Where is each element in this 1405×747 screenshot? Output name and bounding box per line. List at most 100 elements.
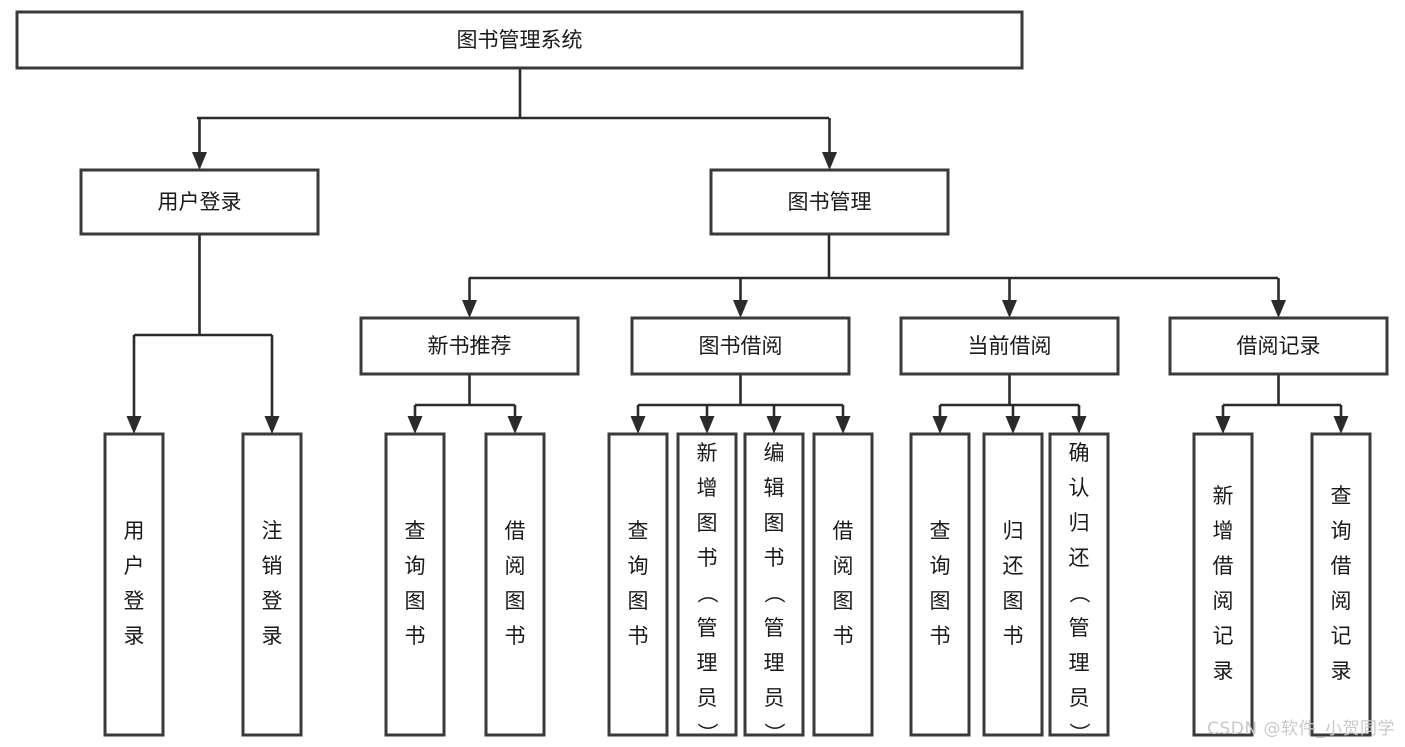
connectors-layer bbox=[126, 68, 1349, 434]
svg-text:书: 书 bbox=[764, 546, 785, 570]
svg-text:借: 借 bbox=[1331, 554, 1352, 578]
svg-text:认: 认 bbox=[1069, 476, 1090, 500]
svg-text:借: 借 bbox=[1213, 554, 1234, 578]
node-new-book-rec[interactable]: 新书推荐 bbox=[359, 316, 580, 376]
svg-text:管: 管 bbox=[697, 616, 718, 640]
edge-new-book-rec-to-leaf-query-book-rec-arrowhead bbox=[407, 416, 423, 434]
svg-text:借: 借 bbox=[505, 519, 526, 543]
svg-text:编: 编 bbox=[764, 441, 785, 465]
svg-text:图: 图 bbox=[405, 589, 426, 613]
node-leaf-user-login[interactable]: 用户登录 bbox=[103, 432, 165, 737]
node-leaf-borrow-book-rec-box[interactable] bbox=[484, 432, 546, 737]
node-leaf-return-book-box[interactable] bbox=[982, 432, 1044, 737]
edge-book-manage-to-borrow-record-arrowhead bbox=[1271, 300, 1286, 318]
edge-borrow-record-to-leaf-query-record-arrowhead bbox=[1333, 416, 1349, 434]
edge-new-book-rec-to-leaf-borrow-book-rec-arrowhead bbox=[507, 416, 523, 434]
node-leaf-user-login-box[interactable] bbox=[103, 432, 165, 737]
node-user-login[interactable]: 用户登录 bbox=[79, 168, 320, 236]
edge-book-borrow-to-leaf-borrow-book-b-arrowhead bbox=[835, 416, 851, 434]
svg-text:记: 记 bbox=[1331, 624, 1352, 648]
node-current-borrow[interactable]: 当前借阅 bbox=[899, 316, 1120, 376]
node-leaf-add-book-box[interactable] bbox=[676, 432, 738, 737]
node-leaf-edit-book-box[interactable] bbox=[743, 432, 805, 737]
svg-text:图: 图 bbox=[697, 511, 718, 535]
node-root-system[interactable]: 图书管理系统 bbox=[15, 10, 1024, 70]
svg-text:查: 查 bbox=[930, 519, 951, 543]
svg-text:辑: 辑 bbox=[764, 476, 785, 500]
edge-book-manage-to-book-borrow-arrowhead bbox=[733, 300, 748, 318]
svg-text:归: 归 bbox=[1003, 519, 1024, 543]
svg-text:管: 管 bbox=[764, 616, 785, 640]
node-book-manage[interactable]: 图书管理 bbox=[709, 168, 950, 236]
node-leaf-logout-box[interactable] bbox=[241, 432, 303, 737]
nodes-layer: 图书管理系统用户登录图书管理新书推荐图书借阅当前借阅借阅记录用户登录注销登录查询… bbox=[15, 10, 1389, 744]
node-new-book-rec-box[interactable] bbox=[359, 316, 580, 376]
svg-text:记: 记 bbox=[1213, 624, 1234, 648]
svg-text:（: （ bbox=[695, 583, 719, 604]
svg-text:新: 新 bbox=[1213, 484, 1234, 508]
node-book-manage-box[interactable] bbox=[709, 168, 950, 236]
svg-text:录: 录 bbox=[124, 624, 145, 648]
node-user-login-box[interactable] bbox=[79, 168, 320, 236]
node-leaf-add-record-box[interactable] bbox=[1192, 432, 1254, 737]
svg-text:登: 登 bbox=[262, 589, 283, 613]
svg-text:询: 询 bbox=[628, 554, 649, 578]
node-book-borrow-label: 图书借阅 bbox=[699, 334, 783, 358]
svg-text:登: 登 bbox=[124, 589, 145, 613]
svg-text:图: 图 bbox=[1003, 589, 1024, 613]
node-leaf-query-book-b-box[interactable] bbox=[607, 432, 669, 737]
svg-text:查: 查 bbox=[405, 519, 426, 543]
node-root-system-label: 图书管理系统 bbox=[457, 28, 583, 52]
svg-text:图: 图 bbox=[505, 589, 526, 613]
node-book-borrow-box[interactable] bbox=[630, 316, 851, 376]
node-leaf-query-record-box[interactable] bbox=[1310, 432, 1372, 737]
edge-book-borrow-to-leaf-edit-book-arrowhead bbox=[766, 416, 782, 434]
edge-current-borrow-to-leaf-query-book-c-arrowhead bbox=[932, 416, 948, 434]
node-root-system-box[interactable] bbox=[15, 10, 1024, 70]
svg-text:员: 员 bbox=[764, 686, 785, 710]
svg-text:书: 书 bbox=[628, 624, 649, 648]
node-current-borrow-label: 当前借阅 bbox=[968, 334, 1052, 358]
svg-text:书: 书 bbox=[505, 624, 526, 648]
node-leaf-borrow-book-b-box[interactable] bbox=[812, 432, 874, 737]
svg-text:书: 书 bbox=[833, 624, 854, 648]
edge-current-borrow-to-leaf-confirm-return-arrowhead bbox=[1071, 416, 1087, 434]
svg-text:销: 销 bbox=[262, 554, 283, 578]
node-leaf-confirm-return-box[interactable] bbox=[1048, 432, 1110, 737]
svg-text:（: （ bbox=[1067, 583, 1091, 604]
node-borrow-record[interactable]: 借阅记录 bbox=[1168, 316, 1389, 376]
node-current-borrow-box[interactable] bbox=[899, 316, 1120, 376]
edge-book-borrow-to-leaf-query-book-b-arrowhead bbox=[630, 416, 646, 434]
node-borrow-record-box[interactable] bbox=[1168, 316, 1389, 376]
node-book-borrow[interactable]: 图书借阅 bbox=[630, 316, 851, 376]
svg-text:图: 图 bbox=[930, 589, 951, 613]
svg-text:管: 管 bbox=[1069, 616, 1090, 640]
svg-text:借: 借 bbox=[833, 519, 854, 543]
node-leaf-query-book-rec-box[interactable] bbox=[384, 432, 446, 737]
svg-text:录: 录 bbox=[262, 624, 283, 648]
node-leaf-query-book-c-box[interactable] bbox=[909, 432, 971, 737]
edge-root-to-user-login-arrowhead bbox=[192, 152, 207, 170]
